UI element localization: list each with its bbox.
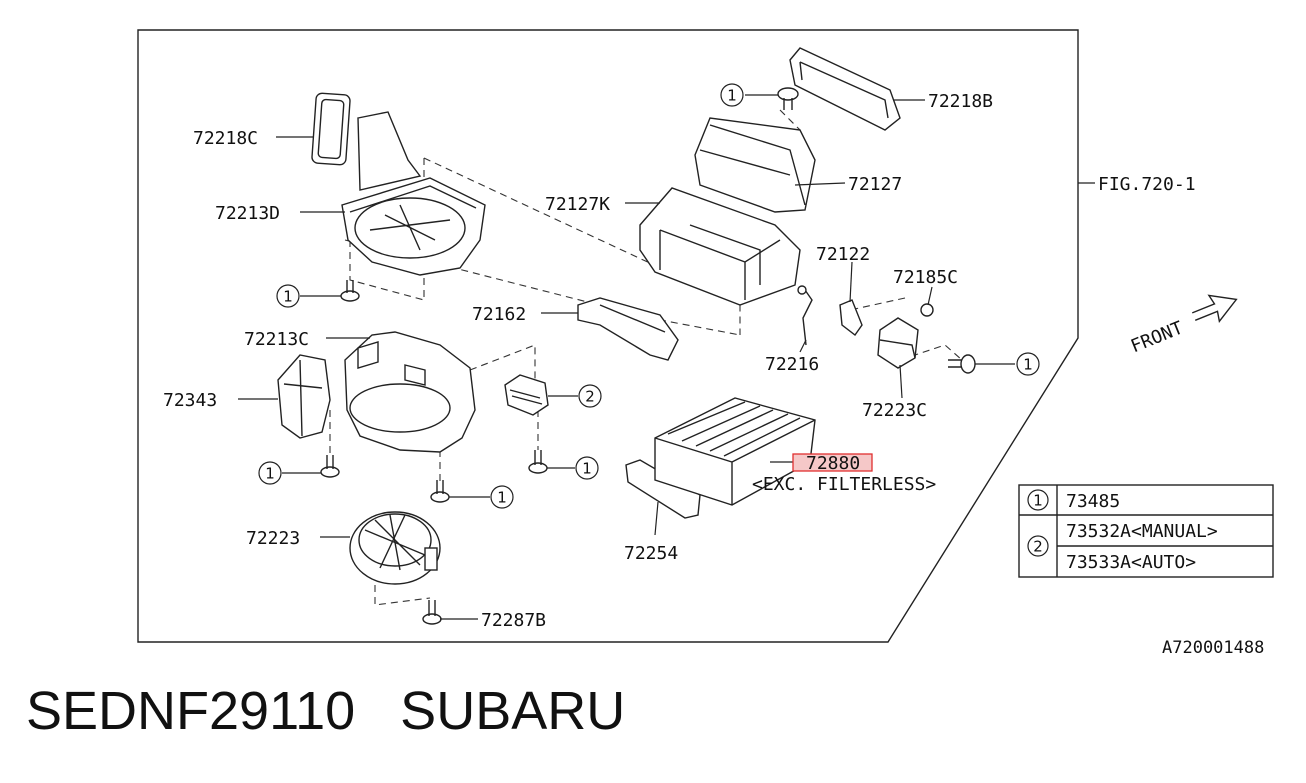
callout-2-module: 2 xyxy=(578,384,602,408)
label-72223C: 72223C xyxy=(862,400,927,421)
label-72213C: 72213C xyxy=(244,329,309,350)
part-72185C-clip xyxy=(920,303,934,317)
screw-top xyxy=(777,87,799,110)
assembly-line xyxy=(349,240,425,301)
screw-mid-center xyxy=(430,480,450,503)
label-72287B: 72287B xyxy=(481,610,546,631)
callout-1-top: 1 xyxy=(720,83,744,107)
part-72213D-upper-case xyxy=(341,111,486,276)
front-arrow: FRONT xyxy=(1128,294,1238,357)
svg-text:FRONT: FRONT xyxy=(1128,317,1186,357)
highlight-72880 xyxy=(792,453,873,472)
part-72223C-actuator xyxy=(877,317,919,369)
svg-text:1: 1 xyxy=(727,87,737,105)
svg-text:1: 1 xyxy=(497,489,507,507)
diagram-frame xyxy=(137,29,1079,643)
part-72218B-gasket xyxy=(789,47,901,131)
svg-text:1: 1 xyxy=(1033,492,1043,510)
callout-1-right: 1 xyxy=(1016,352,1040,376)
part-72343-resistor xyxy=(277,354,331,439)
label-exc-filterless: <EXC. FILTERLESS> xyxy=(752,474,936,495)
svg-text:1: 1 xyxy=(265,465,275,483)
label-72122: 72122 xyxy=(816,244,870,265)
label-72127K: 72127K xyxy=(545,194,610,215)
svg-text:1: 1 xyxy=(582,460,592,478)
label-72127: 72127 xyxy=(848,174,902,195)
callout-1-upper-left: 1 xyxy=(276,284,300,308)
svg-text:2: 2 xyxy=(585,388,595,406)
screw-mid-left xyxy=(320,455,340,478)
svg-text:1: 1 xyxy=(283,288,293,306)
part-72127K-housing xyxy=(639,187,801,306)
part-72216-link xyxy=(797,285,813,346)
part-72223-blower-motor xyxy=(349,511,441,585)
callout-1-mid-left: 1 xyxy=(258,461,282,485)
assembly-line xyxy=(849,297,906,311)
part-72218C-gasket xyxy=(311,92,351,166)
svg-text:2: 2 xyxy=(1033,538,1043,556)
legend-73533A: 73533A<AUTO> xyxy=(1066,552,1196,573)
legend-table: 1 2 73485 73532A<MANUAL> 73533A<AUTO> xyxy=(1018,484,1274,578)
screw-upper-left xyxy=(340,280,360,302)
screw-mid-right xyxy=(528,450,548,474)
label-72218B: 72218B xyxy=(928,91,993,112)
svg-text:1: 1 xyxy=(1023,356,1033,374)
screw-motor xyxy=(422,600,442,625)
label-fig-ref: FIG.720-1 xyxy=(1098,174,1196,195)
part-72162-duct xyxy=(577,297,679,361)
label-72218C: 72218C xyxy=(193,128,258,149)
legend-73485: 73485 xyxy=(1066,491,1120,512)
part-72254-bracket xyxy=(625,459,701,519)
callout-1-mid-right: 1 xyxy=(575,456,599,480)
part-72122-lever xyxy=(839,299,863,337)
assembly-line xyxy=(374,585,431,606)
diagram-id: A720001488 xyxy=(1162,638,1264,658)
label-72162: 72162 xyxy=(472,304,526,325)
label-72213D: 72213D xyxy=(215,203,280,224)
leader-lines xyxy=(238,94,1095,620)
label-72880[interactable]: 72880 xyxy=(806,453,860,474)
label-72254: 72254 xyxy=(624,543,678,564)
page-title: SEDNF29110 SUBARU xyxy=(26,681,626,741)
part-72213C-lower-case xyxy=(344,331,476,453)
label-72216: 72216 xyxy=(765,354,819,375)
label-72223: 72223 xyxy=(246,528,300,549)
part-control-module xyxy=(504,374,549,416)
part-72127-duct xyxy=(694,117,816,213)
screw-right xyxy=(948,354,976,374)
label-72185C: 72185C xyxy=(893,267,958,288)
callout-1-mid-center: 1 xyxy=(490,485,514,509)
label-72343: 72343 xyxy=(163,390,217,411)
legend-73532A: 73532A<MANUAL> xyxy=(1066,521,1218,542)
